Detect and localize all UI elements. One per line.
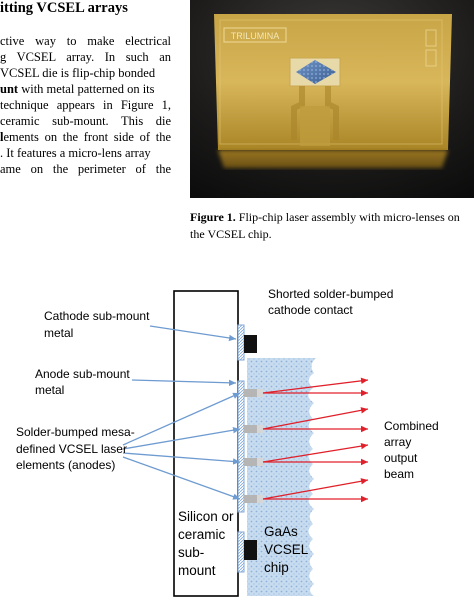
chip-logo: TRILUMINA: [231, 31, 280, 41]
label-combined-beam-1: Combined: [384, 419, 439, 433]
article-line-pre: VCSEL die is flip-chip bonded: [0, 66, 156, 80]
article-line-pre: ame on the perimeter of the: [0, 162, 171, 176]
label-submount-1: Silicon or: [178, 509, 234, 524]
label-mesa-1: Solder-bumped mesa-: [16, 425, 135, 439]
article-line-pre: technique appears in Figure 1,: [0, 98, 171, 112]
label-mesa-2: defined VCSEL laser: [16, 442, 127, 456]
anode-metal: [237, 380, 245, 513]
article-line: lements on the front side of the: [0, 129, 171, 145]
article-line-post: ctive way to make electrical: [0, 34, 171, 48]
label-cathode-submount-2: metal: [44, 326, 73, 340]
label-shorted-contact-1: Shorted solder-bumped: [268, 287, 393, 301]
article-line: technique appears in Figure 1,: [0, 97, 171, 113]
figure-1-photo: TRILUMINA: [190, 0, 474, 198]
pointer-arrows: [122, 325, 241, 500]
article-line: . It features a micro-lens array: [0, 145, 171, 161]
submount-box: [173, 290, 239, 597]
label-submount-2: ceramic: [178, 527, 226, 542]
article-line-post: with metal patterned on its: [18, 82, 155, 96]
label-combined-beam-4: beam: [384, 467, 414, 481]
vcsel-mesas: [257, 389, 263, 503]
article-line: g VCSEL array. In such an: [0, 49, 171, 65]
cathode-metal-top: [237, 324, 245, 361]
label-cathode-submount-1: Cathode sub-mount: [44, 309, 150, 323]
label-submount-4: mount: [178, 563, 216, 578]
output-beams: [262, 377, 369, 503]
cathode-contact-bottom: [244, 540, 257, 560]
label-shorted-contact-2: cathode contact: [268, 303, 353, 317]
article-line-pre: ceramic sub-mount. This die: [0, 114, 171, 128]
solder-bumps: [244, 389, 257, 503]
cathode-metal-bottom: [237, 531, 245, 573]
label-vcsel-chip-1: GaAs: [264, 524, 298, 539]
article-line: ame on the perimeter of the: [0, 161, 171, 177]
article-line-post: ements on the front side of the: [3, 130, 171, 144]
section-heading: itting VCSEL arrays: [0, 0, 128, 16]
caption-text: Flip-chip laser assembly with micro-lens…: [190, 210, 460, 241]
label-submount-3: sub-: [178, 545, 204, 560]
article-line-pre: g VCSEL array. In such an: [0, 50, 171, 64]
article-line: ctive way to make electrical: [0, 33, 171, 49]
article-line: ceramic sub-mount. This die: [0, 113, 171, 129]
article-line: VCSEL die is flip-chip bonded: [0, 65, 171, 81]
cathode-contact-top: [244, 335, 257, 353]
article-line-bold: l: [0, 130, 4, 144]
label-combined-beam-2: array: [384, 435, 411, 449]
chip-carrier: TRILUMINA: [214, 14, 452, 168]
label-anode-submount-2: metal: [35, 383, 64, 397]
article-line: unt with metal patterned on its: [0, 81, 171, 97]
gaas-vcsel-chip: [247, 358, 316, 596]
label-combined-beam-3: output: [384, 451, 418, 465]
label-vcsel-chip-3: chip: [264, 560, 289, 575]
label-vcsel-chip-2: VCSEL: [264, 542, 309, 557]
label-mesa-3: elements (anodes): [16, 458, 115, 472]
figure-1-caption: Figure 1. Flip-chip laser assembly with …: [190, 209, 472, 243]
article-line-pre: . It features a micro-lens array: [0, 146, 151, 160]
label-anode-submount-1: Anode sub-mount: [35, 367, 130, 381]
caption-label: Figure 1.: [190, 210, 236, 224]
flip-chip-diagram: Cathode sub-mount metal Anode sub-mount …: [16, 287, 439, 597]
article-line-bold: unt: [0, 82, 19, 96]
